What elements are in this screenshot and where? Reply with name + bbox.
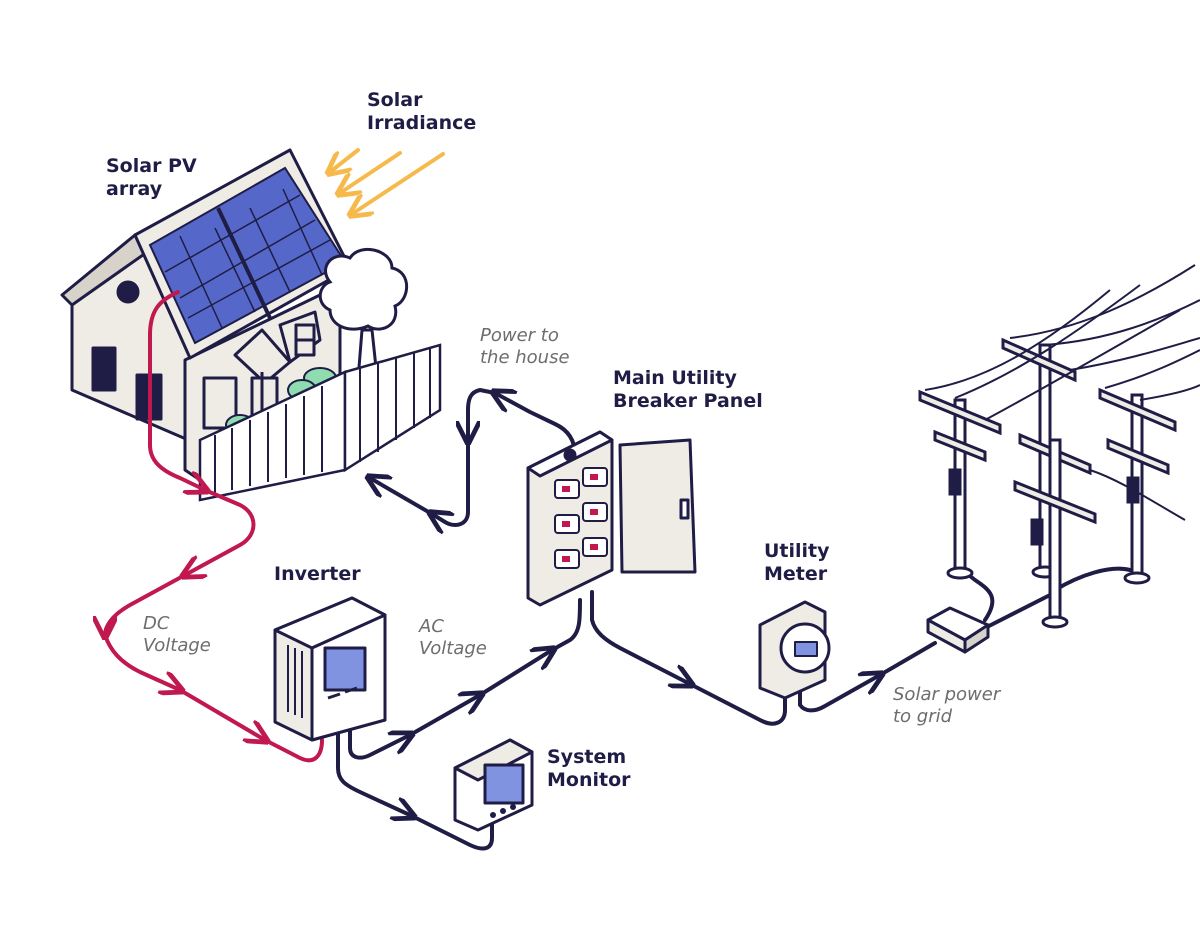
- utility-poles: [918, 337, 1177, 629]
- label-line: Breaker Panel: [613, 390, 763, 412]
- label-line: Main Utility: [613, 367, 737, 389]
- label-line: Solar: [367, 89, 423, 111]
- annotation-line: the house: [480, 347, 570, 368]
- ac-wires: [336, 388, 1132, 851]
- label-line: Solar PV: [106, 155, 197, 177]
- annotation-dc-voltage: DC Voltage: [143, 613, 211, 657]
- solar-pv-array: [148, 166, 347, 345]
- annotation-line: to grid: [893, 706, 953, 727]
- annotation-ac-voltage: AC Voltage: [419, 616, 487, 660]
- label-line: Meter: [764, 563, 828, 585]
- breaker-panel: [526, 430, 697, 607]
- label-line: System: [547, 746, 627, 768]
- label-line: Irradiance: [367, 112, 477, 134]
- label-line: array: [106, 178, 163, 200]
- label-line: Inverter: [274, 563, 361, 585]
- solar-irradiance-arrows: [330, 148, 445, 214]
- annotation-line: Power to: [480, 325, 559, 346]
- annotation-power-to-house: Power to the house: [480, 325, 570, 369]
- power-lines: [924, 264, 1200, 521]
- label-line: Utility: [764, 540, 830, 562]
- dc-wire: [105, 290, 324, 763]
- label-line: Monitor: [547, 769, 631, 791]
- label-system-monitor: System Monitor: [547, 746, 631, 792]
- annotation-line: Voltage: [419, 638, 487, 659]
- fence: [198, 343, 442, 502]
- utility-meter-device: [758, 600, 831, 700]
- label-solar-pv-array: Solar PV array: [106, 155, 197, 201]
- label-solar-irradiance: Solar Irradiance: [367, 89, 476, 135]
- label-main-breaker-panel: Main Utility Breaker Panel: [613, 367, 763, 413]
- annotation-line: Voltage: [143, 635, 211, 656]
- inverter-device: [273, 596, 387, 742]
- label-inverter: Inverter: [274, 563, 361, 586]
- grid-junction-box: [926, 606, 990, 654]
- system-monitor-device: [453, 738, 534, 832]
- annotation-line: DC: [143, 613, 170, 634]
- annotation-line: AC: [419, 616, 444, 637]
- label-utility-meter: Utility Meter: [764, 540, 830, 586]
- annotation-line: Solar power: [893, 684, 1001, 705]
- annotation-solar-power-to-grid: Solar power to grid: [893, 684, 1000, 728]
